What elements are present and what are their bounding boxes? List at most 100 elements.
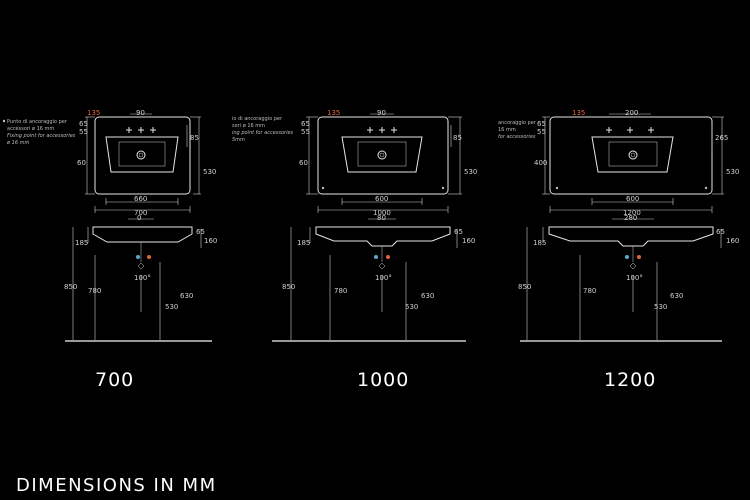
hot-water-icon bbox=[147, 255, 151, 259]
dim-offset: 135 bbox=[327, 109, 340, 117]
dim-630: 630 bbox=[670, 292, 683, 300]
dim-overall-width: 700 bbox=[134, 209, 147, 217]
dim-waste-spacing: 0 bbox=[137, 214, 141, 222]
basin-profile bbox=[92, 226, 193, 243]
dim-780: 780 bbox=[583, 287, 596, 295]
dim-angle: 100° bbox=[626, 274, 643, 282]
footer-caption: DIMENSIONS IN MM bbox=[16, 475, 217, 496]
fixing-note: Punto di ancoraggio per accessori ø 16 m… bbox=[2, 119, 76, 146]
model-label: 700 bbox=[95, 369, 134, 391]
cold-water-icon bbox=[625, 255, 629, 259]
dim-tap-spacing: 90 bbox=[377, 109, 386, 117]
dim-angle: 100° bbox=[375, 274, 392, 282]
waste-icon bbox=[378, 262, 386, 270]
dim-530: 530 bbox=[654, 303, 667, 311]
elevation-view: 80 65 160 185 100° 850 780 630 530 bbox=[272, 214, 475, 342]
note-line-3: for accessories bbox=[498, 134, 536, 140]
dim-780: 780 bbox=[334, 287, 347, 295]
dim-left-a: 65 bbox=[537, 120, 546, 128]
bowl-outline bbox=[105, 136, 179, 173]
dim-height: 850 bbox=[282, 283, 295, 291]
dim-left-a: 65 bbox=[79, 120, 88, 128]
dim-right-a: 65 bbox=[196, 228, 205, 236]
basin-profile bbox=[548, 226, 714, 247]
note-line-1: ancoraggio per bbox=[498, 120, 537, 126]
dim-right-a: 265 bbox=[715, 134, 728, 142]
dim-left-top: 185 bbox=[533, 239, 546, 247]
note-line-2: accessori ø 16 mm bbox=[7, 126, 54, 132]
note-line-1: io di ancoraggio per bbox=[232, 116, 283, 122]
bowl-outline bbox=[591, 136, 674, 173]
model-700: Punto di ancoraggio per accessori ø 16 m… bbox=[2, 109, 217, 391]
cold-water-icon bbox=[374, 255, 378, 259]
dim-left-c: 60 bbox=[299, 159, 308, 167]
basin-profile bbox=[315, 226, 451, 247]
model-1000: io di ancoraggio per sori ø 16 mm ing po… bbox=[232, 109, 477, 391]
model-1200: ancoraggio per 16 mm for accessories bbox=[498, 109, 739, 391]
dim-left-b: 55 bbox=[301, 128, 310, 136]
dim-left-b: 55 bbox=[537, 128, 546, 136]
dim-bowl-width: 660 bbox=[134, 195, 147, 203]
dim-tap-spacing: 200 bbox=[625, 109, 638, 117]
note-line-4: ø 16 mm bbox=[6, 140, 29, 146]
dim-waste-spacing: 280 bbox=[624, 214, 637, 222]
basin-outline bbox=[549, 116, 713, 195]
dim-530: 530 bbox=[165, 303, 178, 311]
fixing-point-icon bbox=[704, 186, 708, 190]
basin-outline bbox=[94, 116, 191, 195]
dim-right-b: 160 bbox=[204, 237, 217, 245]
note-line-3: Fixing point for accessories bbox=[7, 133, 76, 139]
waste-icon bbox=[629, 262, 637, 270]
waste-icon bbox=[137, 262, 145, 270]
dim-left-c: 400 bbox=[534, 159, 547, 167]
dim-right-b: 160 bbox=[462, 237, 475, 245]
plan-view: 135 90 65 55 60 85 530 600 1000 bbox=[299, 109, 477, 217]
drain-icon bbox=[628, 150, 638, 160]
note-line-3: ing point for accessories bbox=[232, 130, 294, 136]
drain-icon bbox=[377, 150, 387, 160]
dim-bowl-width: 600 bbox=[375, 195, 388, 203]
hot-water-icon bbox=[386, 255, 390, 259]
dim-depth: 530 bbox=[726, 168, 739, 176]
model-label: 1200 bbox=[604, 369, 656, 391]
dim-depth: 530 bbox=[203, 168, 216, 176]
dim-left-a: 65 bbox=[301, 120, 310, 128]
tap-holes-icon bbox=[606, 127, 654, 133]
fixing-point-icon bbox=[321, 186, 325, 190]
dim-offset: 135 bbox=[572, 109, 585, 117]
hot-water-icon bbox=[637, 255, 641, 259]
cold-water-icon bbox=[136, 255, 140, 259]
dim-height: 850 bbox=[64, 283, 77, 291]
dim-tap-spacing: 90 bbox=[136, 109, 145, 117]
plan-view: 135 200 65 55 400 265 530 600 1200 bbox=[534, 109, 739, 217]
dim-right-b: 160 bbox=[726, 237, 739, 245]
dim-overall-width: 1000 bbox=[373, 209, 391, 217]
dim-bowl-width: 600 bbox=[626, 195, 639, 203]
fixing-point-icon bbox=[555, 186, 559, 190]
dim-right-a: 85 bbox=[453, 134, 462, 142]
basin-outline bbox=[317, 116, 449, 195]
note-line-2: 16 mm bbox=[498, 127, 516, 133]
bowl-inner bbox=[118, 141, 166, 167]
dim-left-b: 55 bbox=[79, 128, 88, 136]
dim-630: 630 bbox=[421, 292, 434, 300]
dim-overall-width: 1200 bbox=[623, 209, 641, 217]
dim-left-c: 60 bbox=[77, 159, 86, 167]
bowl-inner bbox=[357, 141, 407, 167]
bowl-inner bbox=[608, 141, 658, 167]
dim-depth: 530 bbox=[464, 168, 477, 176]
dim-angle: 100° bbox=[134, 274, 151, 282]
dim-right-a: 85 bbox=[190, 134, 199, 142]
dim-630: 630 bbox=[180, 292, 193, 300]
elevation-view: 280 65 160 185 100° 850 780 630 530 bbox=[518, 214, 739, 342]
fixing-point-icon bbox=[2, 119, 6, 123]
dim-height: 850 bbox=[518, 283, 531, 291]
plan-view: 135 90 65 55 60 85 530 660 700 bbox=[77, 109, 216, 217]
drain-icon bbox=[136, 150, 146, 160]
note-line-1: Punto di ancoraggio per bbox=[7, 119, 68, 125]
dim-530: 530 bbox=[405, 303, 418, 311]
note-line-2: sori ø 16 mm bbox=[232, 123, 265, 129]
fixing-point-icon bbox=[441, 186, 445, 190]
dim-left-top: 185 bbox=[297, 239, 310, 247]
